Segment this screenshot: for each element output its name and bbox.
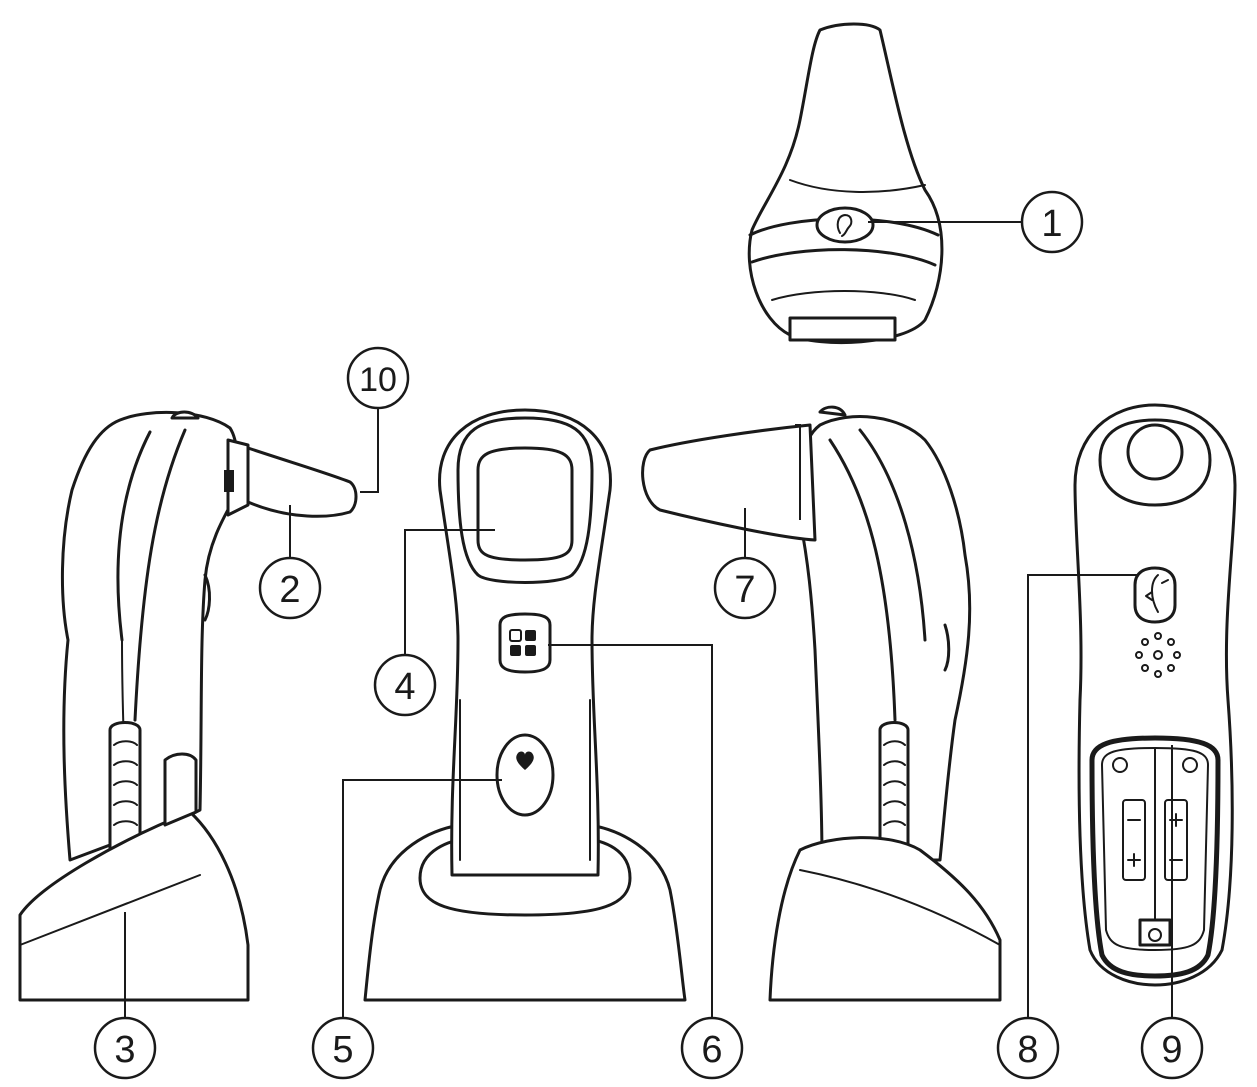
top-view-device	[747, 22, 944, 345]
callout-8: 8	[996, 1016, 1060, 1080]
callout-1: 1	[1020, 190, 1084, 254]
callout-5-label: 5	[332, 1029, 353, 1071]
back-view-device	[1073, 403, 1237, 987]
battery-icon	[1122, 799, 1188, 881]
callout-7: 7	[713, 556, 777, 620]
callout-2-label: 2	[279, 569, 300, 611]
forehead-mode-button	[1133, 566, 1177, 624]
callout-8-label: 8	[1017, 1029, 1038, 1071]
heart-icon	[516, 751, 534, 770]
callout-3: 3	[93, 1016, 157, 1080]
callout-4-label: 4	[394, 666, 415, 708]
ear-mode-button	[815, 206, 875, 244]
lcd-display	[476, 446, 574, 562]
callout-4: 4	[373, 653, 437, 717]
power-scan-button	[495, 733, 555, 817]
callout-10-label: 10	[359, 361, 397, 399]
leader-lines	[124, 221, 1173, 1022]
memory-squares-icon	[509, 629, 536, 656]
left-side-view-device	[18, 410, 358, 1002]
callout-10: 10	[346, 346, 410, 410]
callout-7-label: 7	[734, 569, 755, 611]
callout-5: 5	[311, 1016, 375, 1080]
front-view-device	[363, 408, 687, 1002]
callout-6-label: 6	[701, 1029, 722, 1071]
callout-6: 6	[680, 1016, 744, 1080]
callout-9: 9	[1140, 1016, 1204, 1080]
right-side-view-device	[641, 405, 1002, 1002]
callout-2: 2	[258, 556, 322, 620]
callout-9-label: 9	[1161, 1029, 1182, 1071]
forehead-face-icon	[1145, 574, 1169, 613]
callout-1-label: 1	[1041, 203, 1062, 245]
speaker-holes-icon	[1135, 632, 1181, 678]
memory-button	[498, 612, 552, 674]
ear-icon	[836, 214, 853, 237]
callout-3-label: 3	[114, 1029, 135, 1071]
